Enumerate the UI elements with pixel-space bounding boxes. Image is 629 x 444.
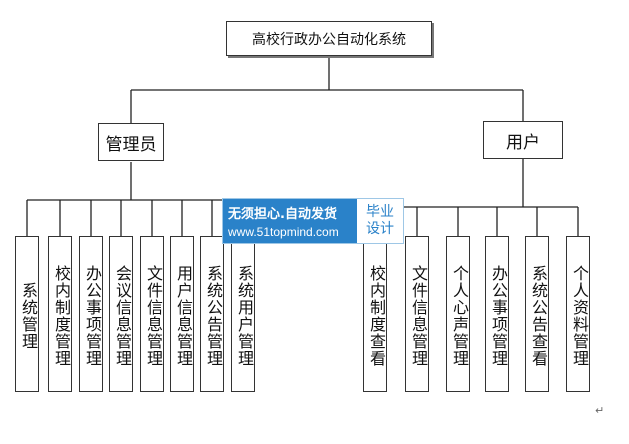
watermark-badge-line: 设计 — [366, 221, 394, 237]
admin-leaf-node: 系统管理 — [15, 236, 39, 392]
watermark-text-block: 无须担心.自动发货 www.51topmind.com — [223, 199, 357, 243]
admin-leaf-node: 校内制度管理 — [48, 236, 72, 392]
user-leaf-node: 办公事项管理 — [485, 236, 509, 392]
admin-node: 管理员 — [98, 123, 164, 161]
admin-leaf-node: 文件信息管理 — [140, 236, 164, 392]
admin-leaf-node: 系统公告管理 — [200, 236, 224, 392]
user-leaf-node: 系统公告查看 — [525, 236, 549, 392]
root-node: 高校行政办公自动化系统 — [226, 21, 432, 56]
user-leaf-node: 个人资料管理 — [566, 236, 590, 392]
admin-leaf-node: 办公事项管理 — [79, 236, 103, 392]
admin-leaf-node: 用户信息管理 — [170, 236, 194, 392]
watermark-banner: 无须担心.自动发货 www.51topmind.com 毕业 设计 — [222, 198, 404, 244]
paragraph-mark-icon: ↵ — [595, 404, 605, 417]
user-leaf-node: 校内制度查看 — [363, 236, 387, 392]
admin-leaf-node: 会议信息管理 — [109, 236, 133, 392]
watermark-badge: 毕业 设计 — [357, 199, 403, 243]
user-node: 用户 — [483, 121, 563, 159]
admin-leaf-node: 系统用户管理 — [231, 236, 255, 392]
watermark-badge-line: 毕业 — [366, 204, 394, 220]
watermark-url: www.51topmind.com — [228, 225, 339, 239]
user-leaf-node: 个人心声管理 — [446, 236, 470, 392]
watermark-slogan: 无须担心.自动发货 — [228, 207, 337, 222]
user-leaf-node: 文件信息管理 — [405, 236, 429, 392]
